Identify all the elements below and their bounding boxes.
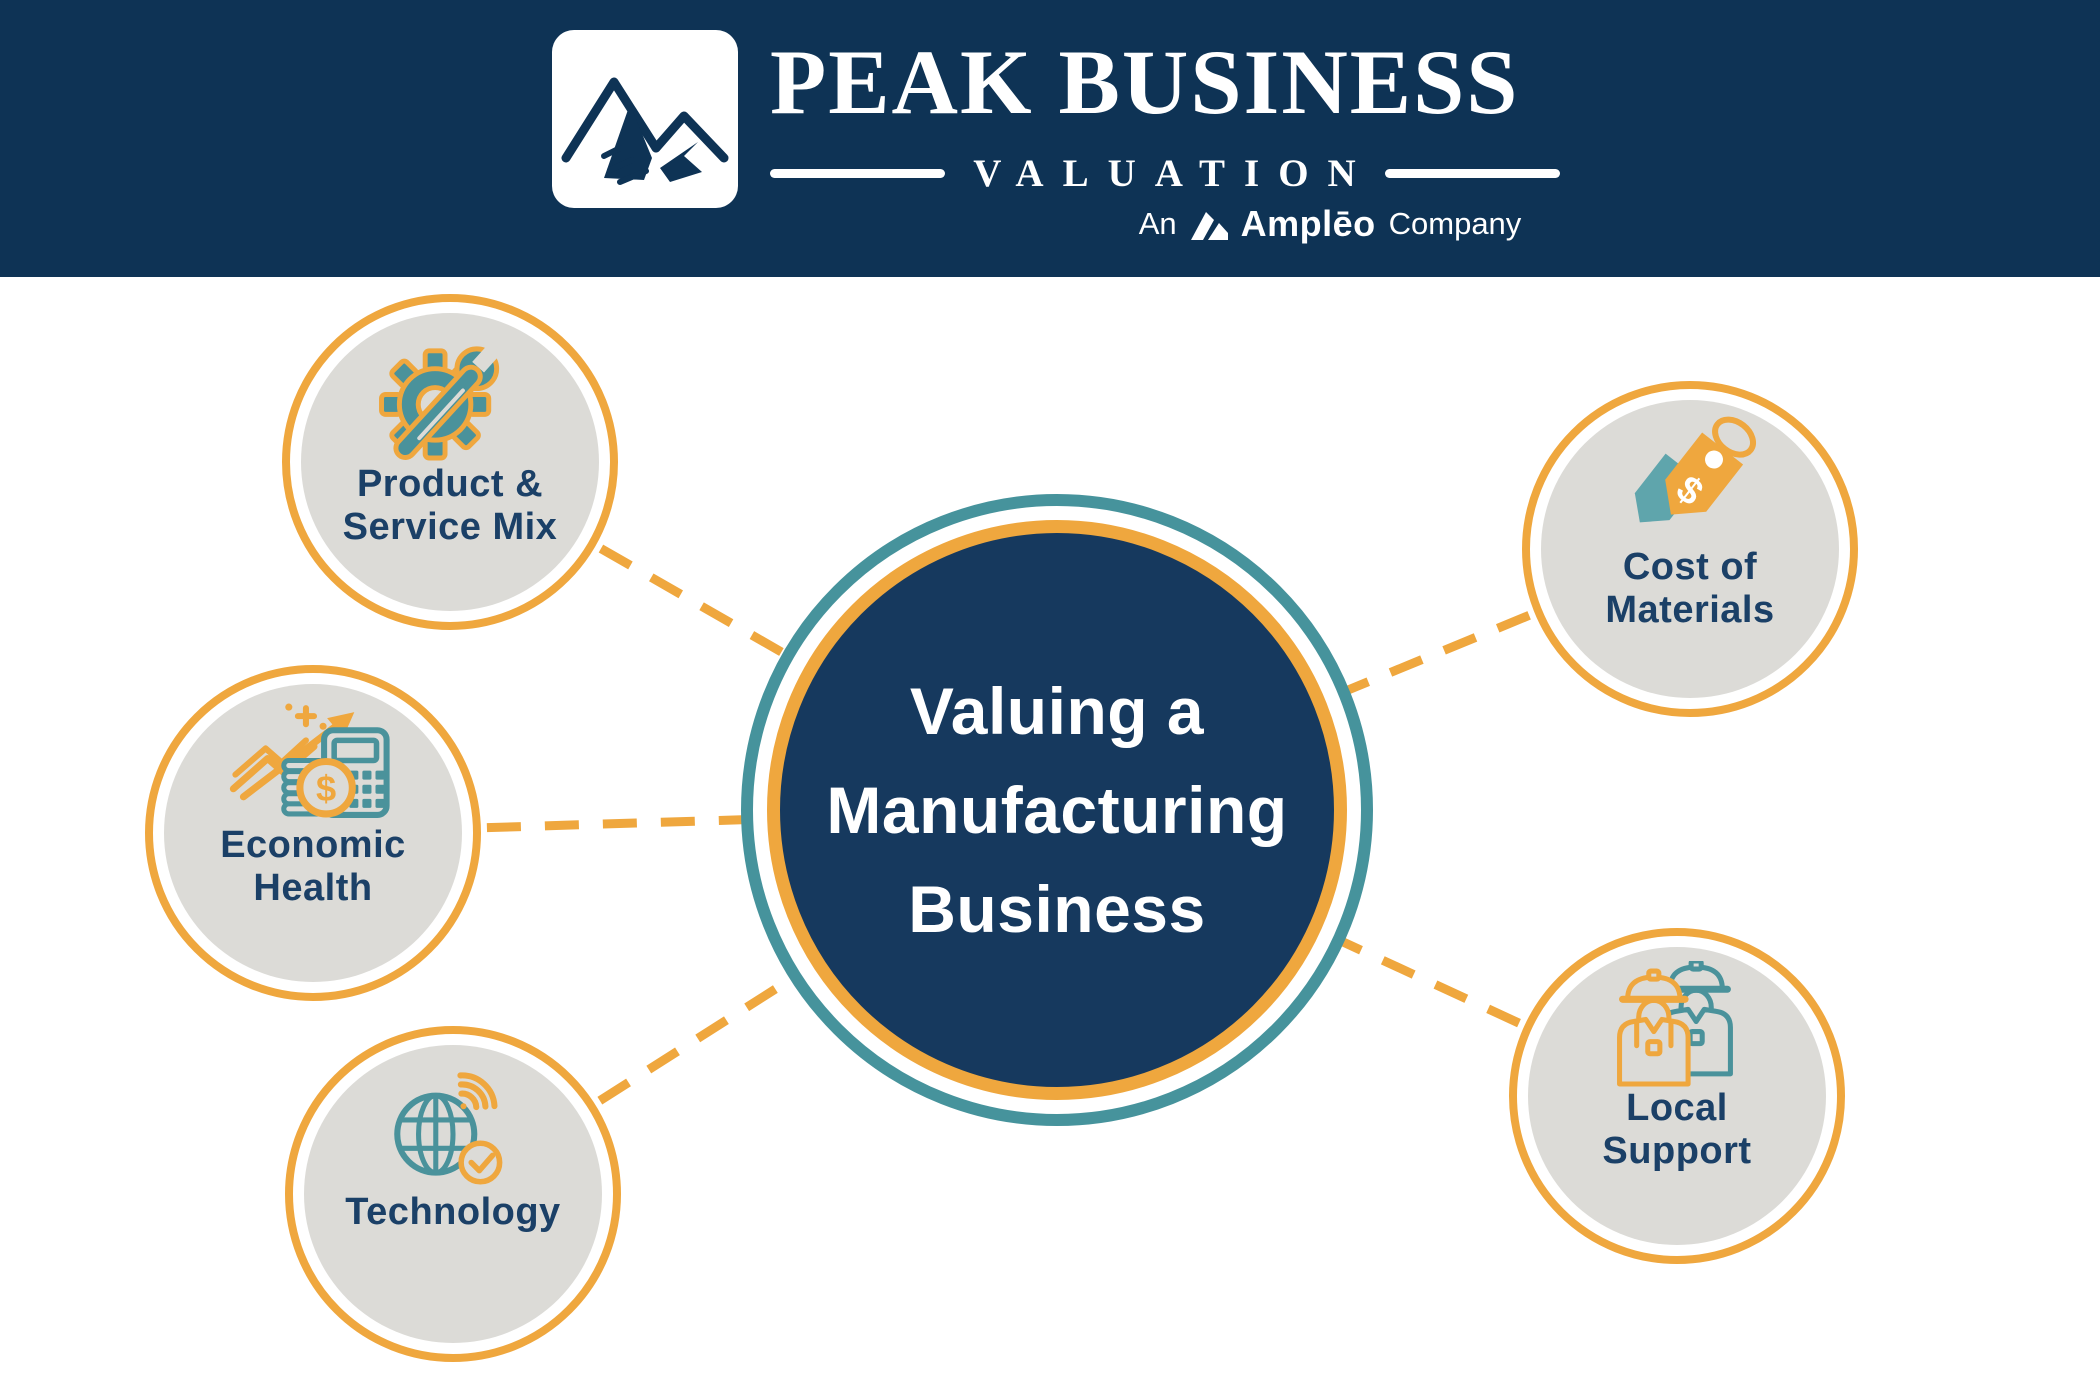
node-local-support: Local Support <box>1509 928 1845 1264</box>
brand-subtitle-row: VALUATION <box>770 150 1561 196</box>
construction-workers-icon <box>1617 961 1733 1087</box>
price-tag-icon: $ <box>1634 416 1756 523</box>
node-cost-of-materials: $ Cost of Materials <box>1522 381 1858 717</box>
right-rule <box>1384 168 1561 178</box>
node-label: Economic Health <box>220 824 406 909</box>
node-technology: Technology <box>285 1026 621 1362</box>
node-label: Product & Service Mix <box>342 463 558 548</box>
node-product-service-mix: Product & Service Mix <box>282 294 618 630</box>
tagline-brand: Amplēo <box>1240 203 1376 244</box>
central-node: Valuing a Manufacturing Business <box>741 494 1373 1126</box>
node-label: Local Support <box>1602 1087 1752 1172</box>
finance-growth-icon: $ <box>229 703 390 818</box>
tagline-prefix: An <box>1138 206 1177 241</box>
node-technology-inner: Technology <box>304 1045 602 1343</box>
node-economic-health: $ Economic Health <box>145 665 481 1001</box>
brand-logo <box>552 30 738 208</box>
globe-network-icon <box>394 1072 503 1185</box>
node-economic-health-inner: $ Economic Health <box>164 684 462 982</box>
left-rule <box>770 168 946 178</box>
node-product-service-mix-inner: Product & Service Mix <box>301 313 599 611</box>
node-local-support-inner: Local Support <box>1528 947 1826 1245</box>
ampleo-logo-icon <box>1190 212 1228 240</box>
company-tagline: An Amplēo Company <box>1100 200 1560 248</box>
coin-dollar-symbol: $ <box>316 768 336 809</box>
mountain-logo-icon <box>561 77 729 185</box>
central-node-inner: Valuing a Manufacturing Business <box>767 520 1347 1100</box>
header-banner: PEAK BUSINESS VALUATION An Amplēo Compan… <box>0 0 2100 277</box>
gear-wrench-icon <box>379 341 503 461</box>
node-label: Technology <box>345 1191 561 1233</box>
node-label: Cost of Materials <box>1605 546 1775 631</box>
brand-name: PEAK BUSINESS <box>770 31 1520 133</box>
node-cost-of-materials-inner: $ Cost of Materials <box>1541 400 1839 698</box>
tagline-suffix: Company <box>1388 206 1522 241</box>
brand-subtitle: VALUATION <box>973 151 1375 195</box>
central-title: Valuing a Manufacturing Business <box>826 673 1288 946</box>
